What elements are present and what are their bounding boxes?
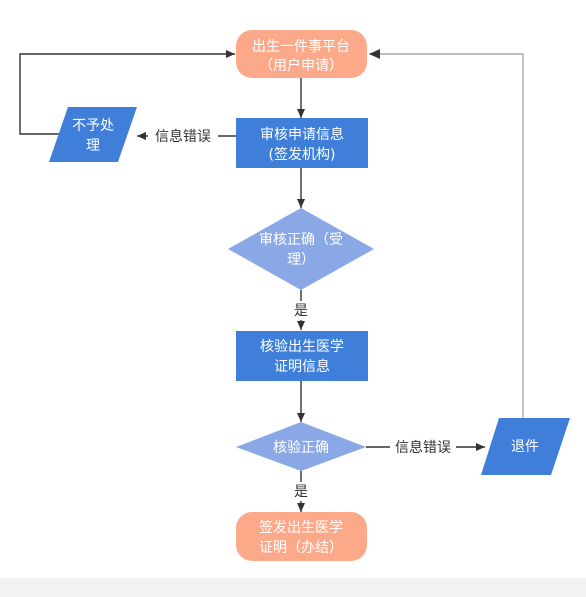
edge-label-decision2-yes: 是: [294, 484, 308, 500]
verify-node-line2: 证明信息: [274, 358, 330, 375]
edge-return-arrowhead: [369, 49, 380, 59]
edge-label-review-to-reject: 信息错误: [155, 128, 211, 145]
decision1-node: 审核正确（受 理）: [228, 208, 374, 290]
start-node-line2: （用户申请）: [259, 57, 343, 74]
start-node: 出生一件事平台 （用户申请）: [236, 30, 367, 78]
verify-node-line1: 核验出生医学: [260, 339, 344, 355]
edge-return-to-start: [369, 53, 524, 418]
reject-node-line2: 理: [86, 138, 100, 154]
decision1-node-line1: 审核正确（受: [259, 232, 343, 248]
bottom-strip: [0, 578, 586, 597]
decision2-node: 核验正确: [236, 422, 366, 471]
review-node: 审核申请信息 (签发机构): [236, 118, 368, 168]
edge-label-decision1-yes: 是: [294, 303, 308, 319]
flowchart: 出生一件事平台 （用户申请） 审核申请信息 (签发机构) 审核正确（受 理） 核…: [19, 30, 570, 561]
edge-reject-to-start: [19, 50, 235, 135]
end-node-line1: 签发出生医学: [259, 519, 343, 536]
diagram-canvas: [0, 0, 586, 578]
end-node: 签发出生医学 证明（办结）: [236, 512, 367, 561]
return-node: 退件: [481, 418, 570, 475]
reject-node: 不予处 理: [49, 107, 137, 162]
return-node-label: 退件: [511, 439, 539, 455]
verify-node: 核验出生医学 证明信息: [236, 331, 368, 381]
decision1-node-line2: 理）: [287, 252, 315, 268]
edge-label-decision2-to-return: 信息错误: [395, 439, 451, 456]
end-node-line2: 证明（办结）: [259, 540, 343, 556]
start-node-line1: 出生一件事平台: [252, 39, 350, 55]
review-node-line1: 审核申请信息: [260, 126, 344, 143]
review-node-line2: (签发机构): [269, 146, 336, 163]
reject-node-line1: 不予处: [72, 118, 114, 134]
decision2-node-label: 核验正确: [273, 440, 329, 456]
